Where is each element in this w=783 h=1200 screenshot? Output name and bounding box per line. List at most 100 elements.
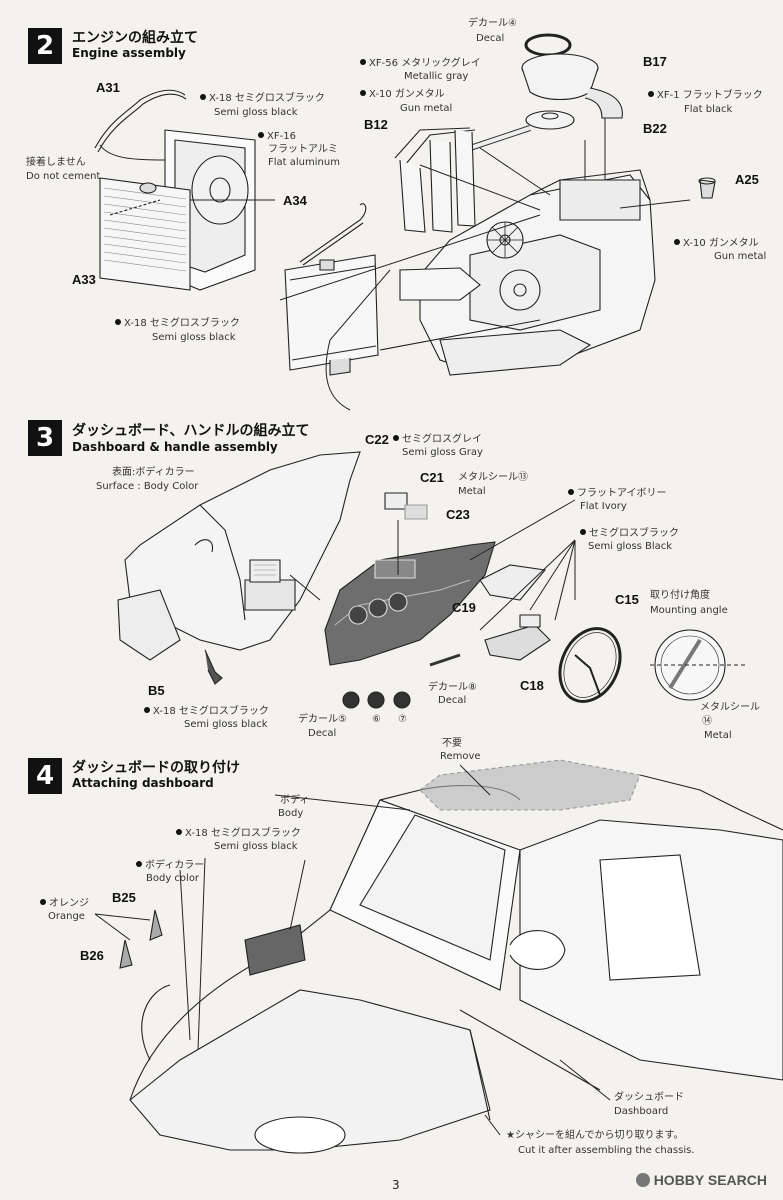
watermark-logo-icon (635, 1173, 650, 1187)
x18-top-jp: X-18 セミグロスブラック (209, 93, 325, 104)
orange-en: Orange (48, 911, 85, 922)
b5-color-callout: X-18 セミグロスブラック (144, 706, 269, 718)
part-b22-label: B22 (643, 121, 667, 136)
decal8-jp: デカール⑧ (428, 682, 477, 693)
metal-seal14-jp: メタルシール (700, 702, 760, 713)
decal8-en: Decal (438, 695, 467, 706)
engine-drawing (395, 35, 715, 375)
x18-callout-top: X-18 セミグロスブラック (200, 93, 325, 105)
surface-jp: 表面:ボディカラー (112, 467, 195, 478)
x18-step4-callout: X-18 セミグロスブラック (176, 828, 301, 840)
c22-color-jp: セミグロスグレイ (402, 434, 482, 445)
x10-right-en: Gun metal (714, 251, 767, 262)
decal6-number: ⑥ (372, 714, 381, 725)
part-c22-label: C22 (365, 432, 389, 447)
step-2-title-en: Engine assembly (72, 46, 186, 60)
x10-left-en: Gun metal (400, 103, 453, 114)
steering-wheel-drawing (549, 619, 745, 712)
body-jp: ボディ (280, 795, 310, 806)
c22-color-en: Semi gloss Gray (402, 447, 483, 458)
part-b12-label: B12 (364, 117, 388, 132)
x18-bottom-jp: X-18 セミグロスブラック (124, 318, 240, 329)
body-color-en: Body color (146, 873, 200, 884)
no-cement-jp: 接着しません (26, 157, 86, 168)
xf16-code: XF-16 (267, 131, 296, 142)
remove-jp: 不要 (442, 738, 462, 749)
x10-right-jp: X-10 ガンメタル (683, 238, 759, 249)
body-cowl-drawing (118, 452, 360, 684)
x18-bottom-en: Semi gloss black (152, 332, 236, 343)
part-b25-label: B25 (112, 890, 136, 905)
note-jp: ★シャシーを組んでから切り取ります。 (506, 1130, 684, 1141)
step-3-title-en: Dashboard & handle assembly (72, 440, 278, 454)
dashboard-drawing (325, 493, 550, 665)
x18-step4-en: Semi gloss black (214, 841, 298, 852)
watermark: HOBBY SEARCH (635, 1172, 767, 1188)
step-2-number: 2 (28, 28, 62, 64)
x18-step4-jp: X-18 セミグロスブラック (185, 828, 301, 839)
decal4-en: Decal (476, 33, 505, 44)
xf16-jp: フラットアルミ (268, 144, 338, 155)
step-3-title-jp: ダッシュボード、ハンドルの組み立て (72, 423, 310, 439)
flat-ivory-en: Flat Ivory (580, 501, 627, 512)
part-c15-label: C15 (615, 592, 639, 607)
b5-color-en: Semi gloss black (184, 719, 268, 730)
body-en: Body (278, 808, 304, 819)
b5-color-jp: X-18 セミグロスブラック (153, 706, 269, 717)
page-number: 3 (392, 1178, 400, 1192)
body-color-callout: ボディカラー (136, 860, 204, 872)
part-b5-label: B5 (148, 683, 165, 698)
radiator-shroud-drawing (95, 90, 255, 290)
semi-black-callout: セミグロスブラック (580, 528, 679, 540)
xf16-en: Flat aluminum (268, 157, 340, 168)
x18-callout-bottom: X-18 セミグロスブラック (115, 318, 240, 330)
metal-seal14-num: ⑭ (702, 716, 712, 727)
xf56-callout: XF-56 メタリックグレイ (360, 58, 481, 70)
step-4-title-en: Attaching dashboard (72, 776, 214, 790)
car-body-drawing (120, 760, 783, 1153)
xf1-jp: XF-1 フラットブラック (657, 90, 763, 101)
metal-seal13-jp: メタルシール⑬ (458, 472, 528, 483)
c22-color-callout: セミグロスグレイ (393, 434, 482, 446)
orange-callout: オレンジ (40, 898, 89, 910)
x18-top-en: Semi gloss black (214, 107, 298, 118)
remove-en: Remove (440, 751, 481, 762)
x10-left-jp: X-10 ガンメタル (369, 89, 445, 100)
part-b26-label: B26 (80, 948, 104, 963)
part-c21-label: C21 (420, 470, 444, 485)
part-b17-label: B17 (643, 54, 667, 69)
part-a31-label: A31 (96, 80, 120, 95)
orange-jp: オレンジ (49, 898, 89, 909)
x10-right-callout: X-10 ガンメタル (674, 238, 759, 250)
xf1-en: Flat black (684, 104, 733, 115)
decal5-jp: デカール⑤ (298, 714, 347, 725)
mounting-en: Mounting angle (650, 605, 728, 616)
step-3-number: 3 (28, 420, 62, 456)
watermark-text: HOBBY SEARCH (653, 1172, 767, 1188)
step-4-title-jp: ダッシュボードの取り付け (72, 760, 240, 776)
body-color-jp: ボディカラー (145, 860, 205, 871)
decal-dials (343, 692, 410, 708)
part-c18-label: C18 (520, 678, 544, 693)
part-a25-label: A25 (735, 172, 759, 187)
flat-ivory-callout: フラットアイボリー (568, 488, 667, 500)
mounting-jp: 取り付け角度 (650, 590, 710, 601)
metal-seal13-en: Metal (458, 486, 486, 497)
part-a33-label: A33 (72, 272, 96, 287)
metal-seal14-en: Metal (704, 730, 732, 741)
note-en: Cut it after assembling the chassis. (518, 1145, 695, 1156)
semi-black-jp: セミグロスブラック (589, 528, 679, 539)
part-a34-label: A34 (283, 193, 307, 208)
radiator-drawing (285, 204, 378, 375)
decal7-number: ⑦ (398, 714, 407, 725)
flat-ivory-jp: フラットアイボリー (577, 488, 667, 499)
decal5-en: Decal (308, 728, 337, 739)
xf1-callout: XF-1 フラットブラック (648, 90, 763, 102)
xf56-en: Metallic gray (404, 71, 469, 82)
part-c19-label: C19 (452, 600, 476, 615)
xf16-callout: XF-16 (258, 131, 296, 143)
step-2-title-jp: エンジンの組み立て (72, 30, 198, 46)
decal4-jp: デカール④ (468, 18, 517, 29)
